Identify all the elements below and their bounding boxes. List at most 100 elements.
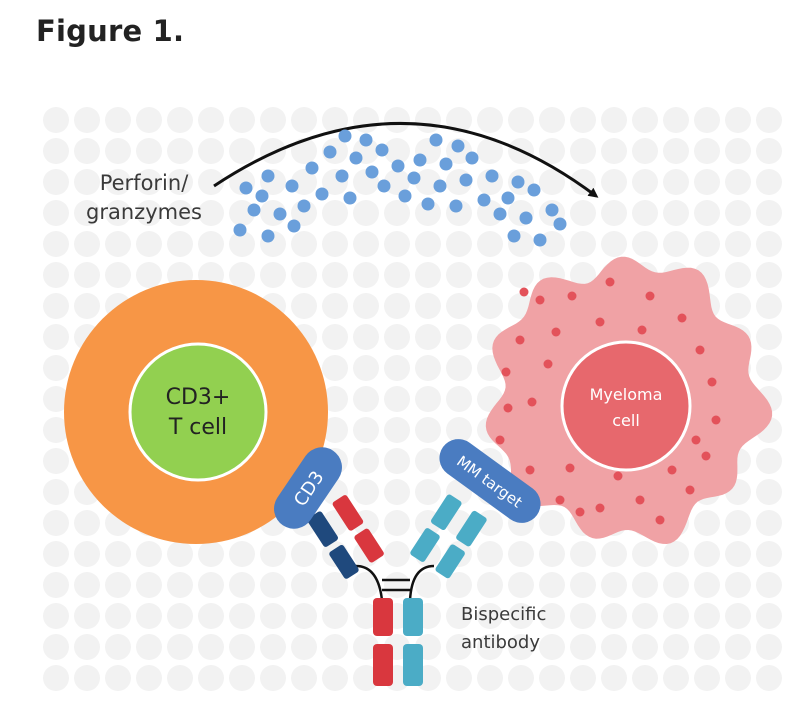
background-dot (539, 541, 565, 567)
background-dot (322, 324, 348, 350)
background-dot (198, 541, 224, 567)
background-dot (384, 107, 410, 133)
background-dot (136, 262, 162, 288)
background-dot (105, 541, 131, 567)
background-dot (508, 572, 534, 598)
background-dot (663, 231, 689, 257)
antibody-hinge-right (408, 564, 435, 601)
background-dot (43, 603, 69, 629)
t-cell-label-line2: T cell (168, 415, 227, 440)
background-dot (539, 603, 565, 629)
myeloma-spot (677, 313, 687, 323)
background-dot (539, 138, 565, 164)
background-dot (43, 479, 69, 505)
background-dot (43, 386, 69, 412)
background-dot (756, 293, 782, 319)
background-dot (198, 200, 224, 226)
myeloma-spot (637, 325, 647, 335)
background-dot (601, 634, 627, 660)
background-dot (663, 541, 689, 567)
background-dot (43, 107, 69, 133)
background-dot (322, 355, 348, 381)
background-dot (322, 107, 348, 133)
granule (365, 165, 379, 179)
background-dot (663, 169, 689, 195)
granule (375, 143, 389, 157)
background-dot (105, 200, 131, 226)
granule (545, 203, 559, 217)
background-dot (198, 107, 224, 133)
perforin-granzyme-granules (233, 129, 567, 247)
myeloma-spot (685, 485, 695, 495)
granule (239, 181, 253, 195)
background-dot (632, 572, 658, 598)
background-dot (570, 138, 596, 164)
granule (429, 133, 443, 147)
background-dot (446, 262, 472, 288)
background-dot (756, 510, 782, 536)
granule (533, 233, 547, 247)
background-dot (508, 262, 534, 288)
granule (449, 199, 463, 213)
background-dot (74, 572, 100, 598)
background-dot (353, 324, 379, 350)
background-dot (601, 169, 627, 195)
background-dot (74, 169, 100, 195)
background-dot (632, 231, 658, 257)
background-dot (136, 665, 162, 691)
background-dot (167, 541, 193, 567)
background-dot (725, 138, 751, 164)
background-dot (570, 231, 596, 257)
background-dot (353, 634, 379, 660)
background-dot (756, 603, 782, 629)
background-dot (446, 355, 472, 381)
myeloma-spot (525, 465, 535, 475)
background-dot (322, 293, 348, 319)
background-dot (43, 448, 69, 474)
granule (343, 191, 357, 205)
granule (465, 151, 479, 165)
granule (349, 151, 363, 165)
background-dot (291, 200, 317, 226)
granule (233, 223, 247, 237)
background-dot (43, 169, 69, 195)
background-dot (477, 231, 503, 257)
background-dot (632, 603, 658, 629)
background-dot (229, 200, 255, 226)
background-dot (291, 665, 317, 691)
antibody-hinge-left (355, 564, 384, 601)
granule (305, 161, 319, 175)
background-dot (229, 603, 255, 629)
background-dot (756, 541, 782, 567)
background-dot (198, 169, 224, 195)
background-dot (353, 200, 379, 226)
background-dot (694, 572, 720, 598)
granule (407, 171, 421, 185)
background-dot (105, 262, 131, 288)
background-dot (415, 293, 441, 319)
background-dot (74, 541, 100, 567)
background-dot (105, 603, 131, 629)
background-dot (446, 417, 472, 443)
background-dot (415, 200, 441, 226)
background-dot (601, 572, 627, 598)
t-cell-nucleus (128, 342, 268, 482)
myeloma-spot (667, 465, 677, 475)
background-dot (353, 386, 379, 412)
background-dot (384, 510, 410, 536)
myeloma-spot (555, 495, 565, 505)
perforin-label-line1: Perforin/ (100, 171, 189, 195)
background-dot (570, 603, 596, 629)
background-dot (291, 572, 317, 598)
background-dot (105, 572, 131, 598)
background-dot (601, 138, 627, 164)
background-dot (229, 541, 255, 567)
background-dot (384, 231, 410, 257)
background-dot (477, 293, 503, 319)
background-dot (291, 231, 317, 257)
background-dot (260, 665, 286, 691)
background-dot (756, 324, 782, 350)
granule (527, 183, 541, 197)
t-cell-label-line1: CD3+ (166, 385, 231, 410)
background-dot (384, 200, 410, 226)
